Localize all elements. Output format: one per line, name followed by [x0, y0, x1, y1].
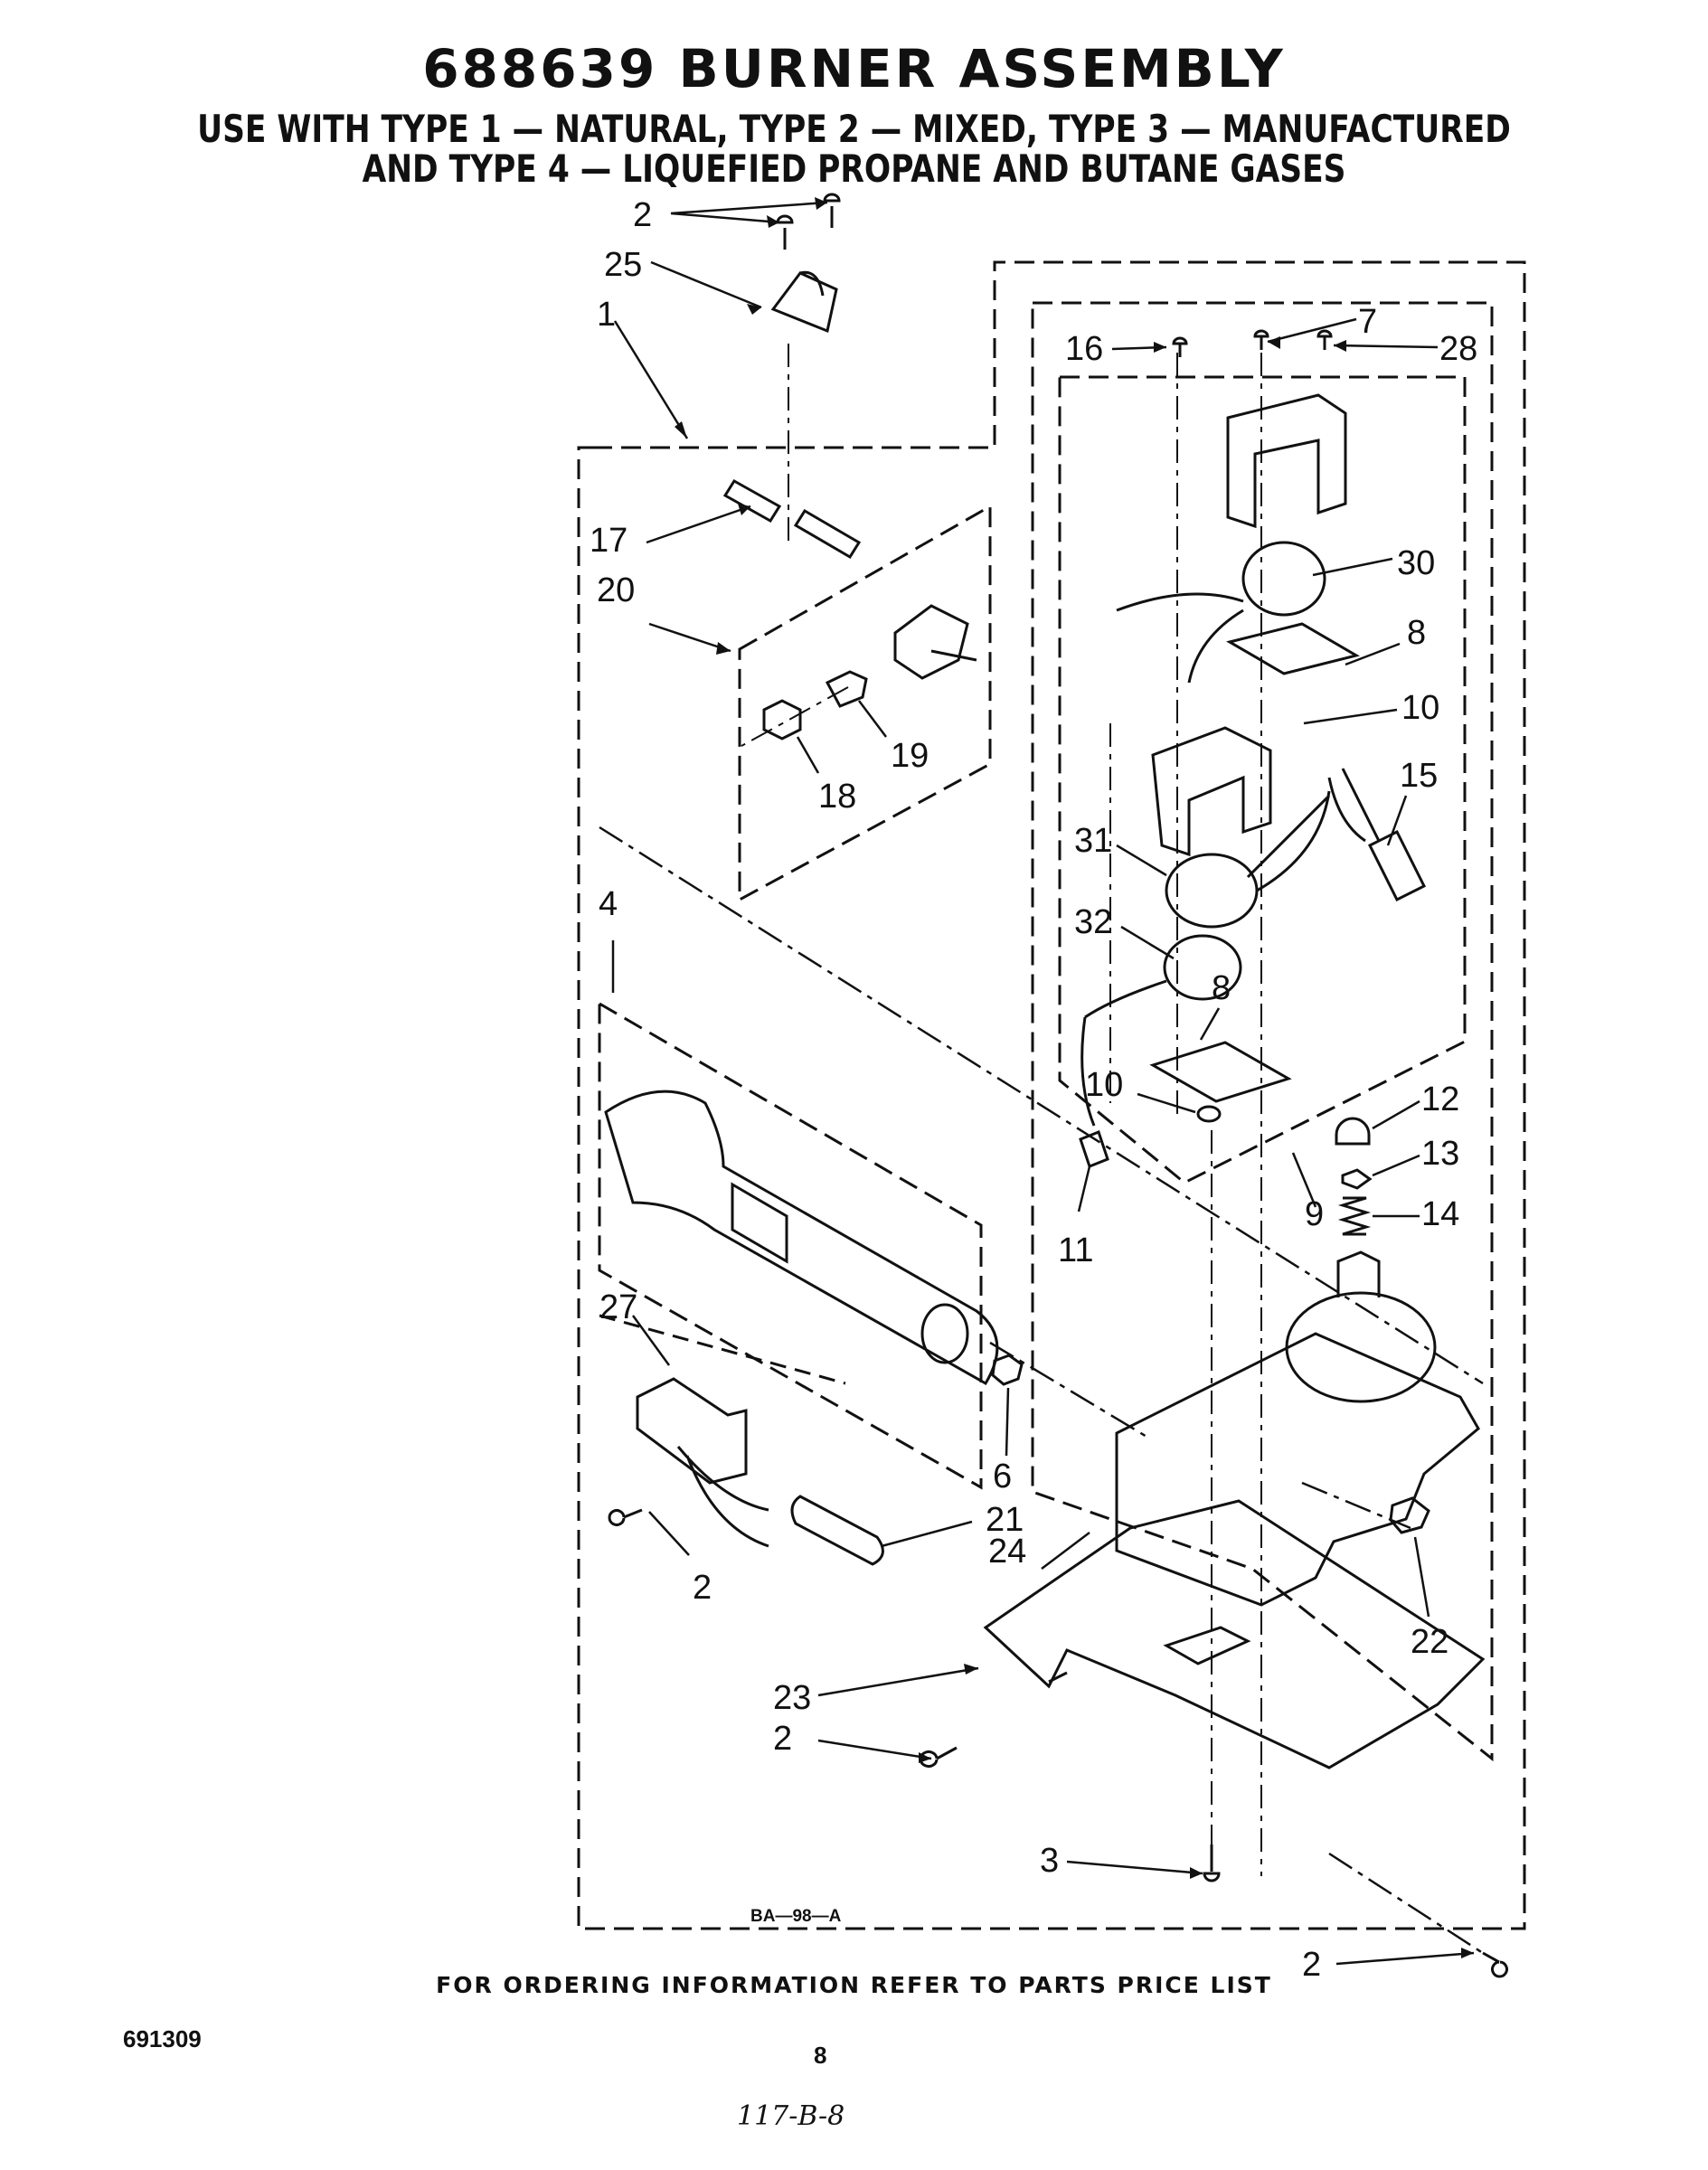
callout-12: 12: [1421, 1080, 1459, 1118]
callout-32: 32: [1074, 903, 1112, 941]
callout-17: 17: [590, 522, 628, 560]
leader-lines: [611, 201, 1475, 1966]
diagram-code: BA—98—A: [750, 1907, 842, 1926]
callout-labels: 2 25 1 17 20 18 19 4 27 2 21 6 24 23 2 3…: [590, 196, 1477, 1984]
callout-3: 3: [1040, 1842, 1059, 1880]
solenoid-bracket-top: [1226, 393, 1347, 529]
callout-23: 23: [773, 1679, 811, 1717]
nut-part-18: [762, 699, 802, 741]
orifice-part-6: [991, 1354, 1024, 1386]
callout-16: 16: [1065, 330, 1103, 368]
callout-24: 24: [988, 1533, 1026, 1571]
callout-2a: 2: [633, 196, 652, 234]
callout-7: 7: [1358, 303, 1377, 341]
leader-arrowheads: [675, 197, 1474, 1958]
page-number: 8: [814, 2042, 827, 2069]
nipple-part-17: [722, 478, 862, 560]
subtitle-line-1: USE WITH TYPE 1 — NATURAL, TYPE 2 — MIXE…: [197, 107, 1511, 151]
callout-22: 22: [1411, 1623, 1448, 1661]
callout-25: 25: [604, 246, 642, 284]
callout-31: 31: [1074, 822, 1112, 860]
valve-assembly-boundary: [1031, 301, 1494, 1762]
connector-part-15: [1327, 768, 1427, 902]
callout-28: 28: [1439, 330, 1477, 368]
chain-line: [599, 826, 1484, 1385]
coil-leads-32: [1080, 979, 1167, 1127]
callout-6: 6: [993, 1458, 1012, 1495]
screw-part-3: [1203, 1844, 1221, 1882]
callout-10a: 10: [1401, 689, 1439, 727]
callout-18: 18: [818, 778, 856, 816]
callout-14: 14: [1421, 1195, 1459, 1233]
screw-part-2b: [608, 1508, 643, 1526]
igniter-group-boundary: [599, 1314, 846, 1385]
plate-part-8b: [1149, 1041, 1292, 1103]
callout-1: 1: [597, 296, 616, 334]
ordering-note: FOR ORDERING INFORMATION REFER TO PARTS …: [436, 1972, 1272, 1998]
callout-9: 9: [1305, 1195, 1324, 1233]
solenoid-bracket-mid: [1151, 726, 1272, 857]
valve-tower: [1336, 1250, 1381, 1297]
callout-11: 11: [1058, 1231, 1093, 1269]
part-drawings: [604, 193, 1508, 1978]
burner-bracket: [731, 1182, 788, 1264]
screw-part-7: [1253, 329, 1269, 350]
coil-leads-30: [1116, 592, 1244, 684]
orifice-group-boundary: [738, 504, 992, 902]
callout-27: 27: [599, 1288, 637, 1326]
assembly-boundary: [577, 260, 1526, 1930]
valve-diaphragm: [1285, 1291, 1437, 1403]
document-number: 691309: [123, 2025, 202, 2052]
screw-part-2d: [1482, 1951, 1508, 1978]
callout-4: 4: [599, 885, 618, 923]
washer-part-10: [1196, 1105, 1222, 1123]
coil-part-32: [1163, 934, 1242, 1001]
callout-8b: 8: [1212, 969, 1231, 1007]
callout-30: 30: [1397, 544, 1435, 582]
cap-part-12: [1335, 1117, 1371, 1146]
callout-21: 21: [986, 1501, 1024, 1539]
callout-10b: 10: [1085, 1066, 1123, 1104]
igniter-part-27: [636, 1377, 748, 1485]
gas-valve-part-24: [1115, 1332, 1480, 1607]
callout-20: 20: [597, 571, 635, 609]
shutoff-valve-part-20: [893, 604, 977, 680]
sensor-part-21: [790, 1495, 884, 1566]
connector-part-11: [1079, 1130, 1109, 1168]
spring-part-14: [1337, 1196, 1372, 1236]
coil-part-30: [1241, 541, 1326, 617]
callout-19: 19: [891, 737, 929, 775]
page-title: 688639 BURNER ASSEMBLY: [422, 38, 1286, 99]
orifice-part-19: [825, 670, 868, 708]
burner-mouth: [920, 1303, 969, 1364]
screw-part-2: [776, 193, 841, 250]
clamp-part-25: [770, 270, 838, 334]
coil-part-31: [1165, 853, 1259, 929]
screw-part-16: [1172, 336, 1188, 357]
burner-group-boundary: [598, 1001, 983, 1490]
subtitle-line-2: AND TYPE 4 — LIQUEFIED PROPANE AND BUTAN…: [362, 146, 1346, 191]
callout-2b: 2: [693, 1569, 712, 1607]
coil-leads-31: [1246, 790, 1331, 892]
callout-13: 13: [1421, 1135, 1459, 1173]
fitting-part-22: [1389, 1496, 1430, 1534]
callout-2c: 2: [773, 1720, 792, 1758]
callout-15: 15: [1400, 757, 1438, 795]
burner-bracket-part-23: [983, 1499, 1486, 1769]
burner-tube-part-4: [604, 1090, 999, 1386]
part-13: [1341, 1168, 1373, 1190]
handwritten-note: 117-B-8: [737, 2100, 845, 2132]
screw-part-28: [1316, 329, 1333, 350]
plate-part-8: [1226, 622, 1360, 675]
solenoid-boundary: [1058, 375, 1467, 1184]
callout-2d: 2: [1302, 1946, 1321, 1984]
callout-8a: 8: [1407, 614, 1426, 652]
